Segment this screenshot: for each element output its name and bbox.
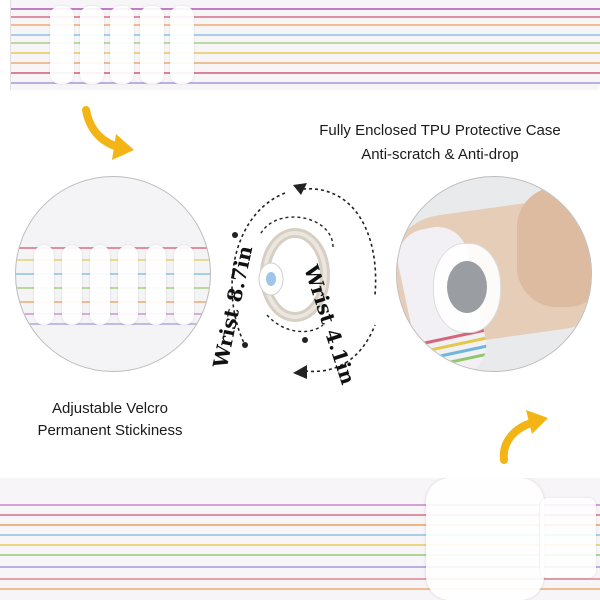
velcro-subtitle: Permanent Stickiness: [37, 422, 183, 439]
case-housing: [426, 478, 544, 600]
velcro-closeup-image: [15, 176, 211, 372]
buckle-loop: [540, 498, 596, 578]
bottom-strap-image: [0, 478, 600, 600]
case-title: Fully Enclosed TPU Protective Case: [319, 122, 561, 139]
case-subtitle: Anti-scratch & Anti-drop: [361, 146, 519, 163]
case-caption: Fully Enclosed TPU Protective Case Anti-…: [310, 120, 570, 166]
wrist-size-diagram: [231, 183, 377, 379]
curved-arrow-up-icon: [499, 410, 548, 464]
wrist-wearing-image: [396, 176, 592, 372]
hand: [517, 187, 591, 307]
velcro-title: Adjustable Velcro: [52, 400, 168, 417]
velcro-caption: Adjustable Velcro Permanent Stickiness: [10, 398, 210, 442]
velcro-loops: [50, 6, 194, 84]
tracker-disc: [447, 261, 487, 313]
curved-arrow-down-icon: [82, 106, 134, 160]
strap-end: [0, 0, 11, 90]
top-strap-image: [0, 0, 600, 90]
